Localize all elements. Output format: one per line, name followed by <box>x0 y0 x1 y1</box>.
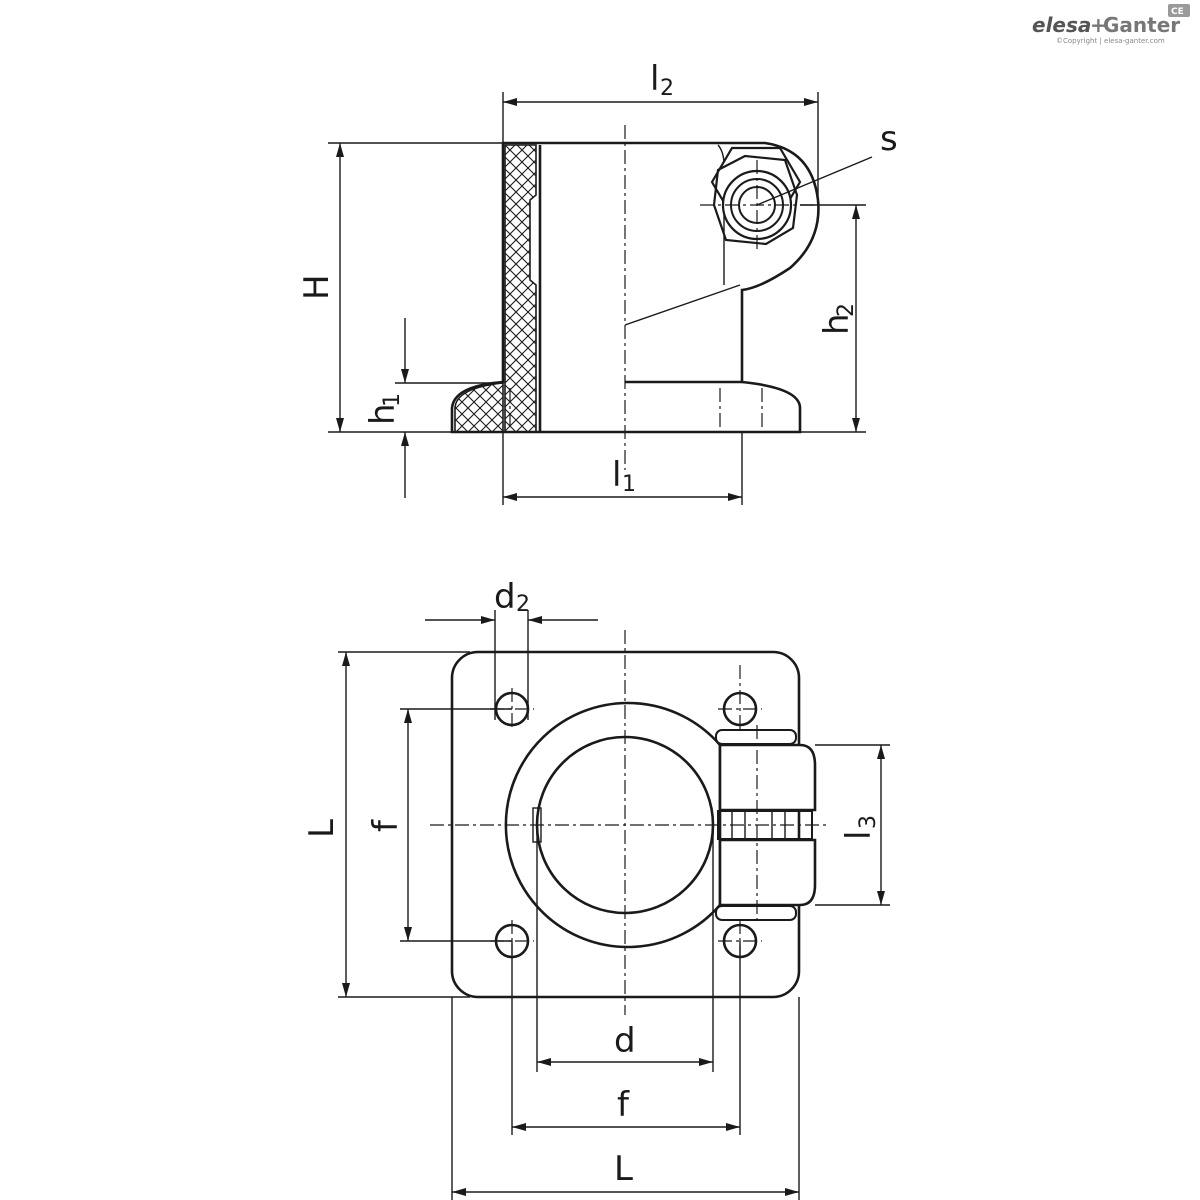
dim-f-bottom-label: f <box>617 1085 630 1125</box>
dim-l2-sub: 2 <box>660 76 674 101</box>
bore-leader-line <box>624 284 741 326</box>
logo-elesa: elesa <box>1032 13 1091 37</box>
dim-s-label: s <box>880 119 898 159</box>
dim-h1-sub: 1 <box>380 393 405 407</box>
dim-d2-label: d <box>494 577 516 617</box>
clamp-lug-top <box>718 743 817 812</box>
lug-cap-top <box>715 729 797 745</box>
side-view: s l 2 H h 2 h 1 l 1 <box>297 59 898 505</box>
logo-plus: + <box>1090 13 1107 37</box>
s-leader-line <box>756 156 873 206</box>
dim-L-left-label: L <box>302 819 342 838</box>
ce-badge <box>1168 4 1190 17</box>
dim-H-label: H <box>297 274 337 300</box>
logo-ganter: Ganter <box>1103 13 1180 37</box>
brand-logo: elesa + Ganter CE ©Copyright | elesa-gan… <box>1032 4 1190 45</box>
sleeve-hatch <box>504 144 537 433</box>
hex-nut-outline <box>712 154 799 246</box>
flange-hatch <box>454 382 504 433</box>
dim-d-label: d <box>614 1021 636 1061</box>
dim-l1-label: l <box>612 455 621 495</box>
dim-l3-label: l <box>839 831 879 840</box>
clamp-lug-bottom <box>718 838 817 907</box>
dim-f-left-label: f <box>366 819 406 832</box>
dim-h2-sub: 2 <box>834 303 859 317</box>
dim-h2-label: h <box>817 313 857 335</box>
dim-L-bottom-label: L <box>614 1149 633 1189</box>
lug-cap-bottom <box>715 905 797 921</box>
copyright-text: ©Copyright | elesa-ganter.com <box>1056 37 1165 45</box>
dim-d2-sub: 2 <box>516 592 530 617</box>
dim-l1-sub: 1 <box>622 472 636 497</box>
dim-l2-label: l <box>650 59 659 99</box>
dim-h1-label: h <box>363 403 403 425</box>
dim-l3-sub: 3 <box>856 815 881 829</box>
top-view: d 2 L f l 3 d f L <box>302 577 890 1200</box>
ce-badge-label: CE <box>1171 7 1184 17</box>
